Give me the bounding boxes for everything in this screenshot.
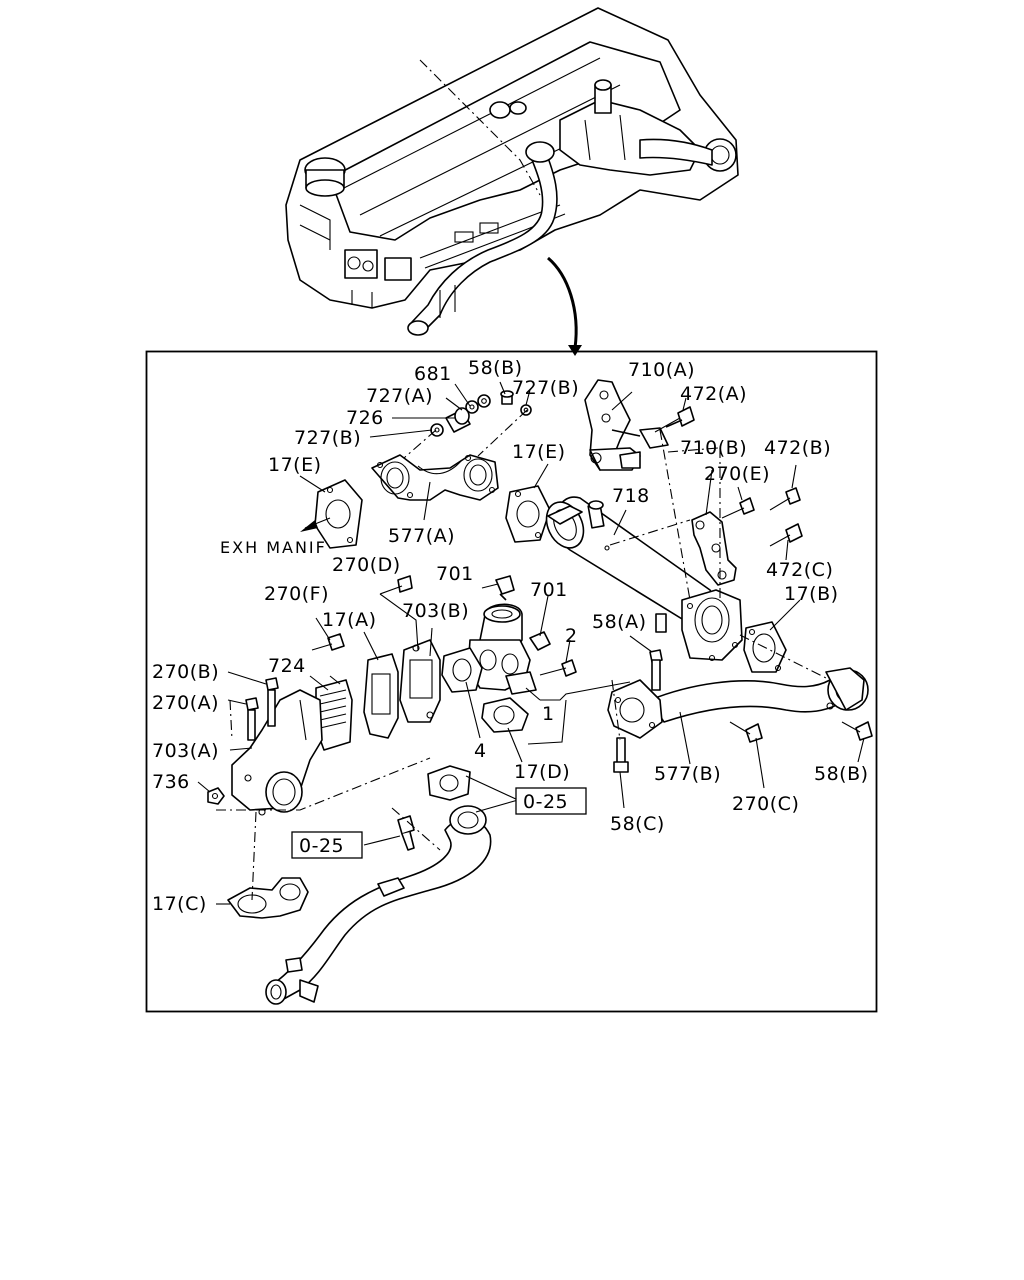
bolt-58c [613, 737, 629, 773]
label-701-right: 701 [530, 579, 568, 601]
nut-736 [207, 787, 225, 805]
gasket-0-25-upper [427, 765, 471, 801]
bolt-270a [245, 697, 259, 741]
label-472b: 472(B) [764, 437, 831, 459]
label-58a: 58(A) [592, 611, 647, 633]
label-4: 4 [474, 740, 487, 762]
label-727b-top: 727(B) [512, 377, 579, 399]
label-681: 681 [414, 363, 452, 385]
detail-frame [145, 350, 878, 1013]
bolt-0-25 [397, 815, 415, 851]
label-0-25-left: 0-25 [299, 835, 344, 857]
label-0-25-right: 0-25 [523, 791, 568, 813]
label-17c: 17(C) [152, 893, 207, 915]
label-703a: 703(A) [152, 740, 219, 762]
gasket-17c [227, 877, 309, 919]
label-577a: 577(A) [388, 525, 455, 547]
bracket-710b [691, 511, 737, 586]
label-270b: 270(B) [152, 661, 219, 683]
engine-overview-illustration [285, 7, 739, 336]
label-exh-manif: EXH MANIF [220, 538, 327, 557]
gasket-17e-right [505, 485, 551, 543]
bolt-270c [729, 721, 763, 743]
label-17d: 17(D) [514, 761, 570, 783]
egr-valve-assembly [467, 575, 577, 695]
part-labels: 681 58(B) 727(A) 727(B) 726 727(B) 17(E)… [152, 357, 869, 915]
ref-box-0-25-left [291, 831, 363, 859]
bolt-472c [769, 523, 803, 547]
label-270f: 270(F) [264, 583, 329, 605]
label-703b: 703(B) [402, 600, 469, 622]
bolt-270d [379, 575, 413, 595]
housing-703a [231, 689, 323, 816]
detail-pointer-arrow [547, 256, 578, 349]
lower-egr-pipe [265, 805, 492, 1005]
cooler-element-724 [315, 679, 353, 751]
egr-pipe-577b [607, 667, 869, 739]
bolt-270f [311, 633, 345, 651]
label-577b: 577(B) [654, 763, 721, 785]
ref-box-0-25-right [515, 787, 587, 815]
label-736: 736 [152, 771, 190, 793]
gasket-17d [481, 697, 529, 733]
label-58c: 58(C) [610, 813, 665, 835]
label-724: 724 [268, 655, 306, 677]
leader-lines [197, 381, 865, 905]
bolt-58a [649, 649, 663, 691]
label-710b: 710(B) [680, 437, 747, 459]
gasket-4 [441, 647, 483, 693]
label-710a: 710(A) [628, 359, 695, 381]
bolt-472b [769, 487, 801, 511]
egr-pipe-577a [371, 454, 499, 501]
label-270c: 270(C) [732, 793, 799, 815]
label-58b-top: 58(B) [468, 357, 523, 379]
gasket-17a [363, 653, 399, 739]
label-17e-left: 17(E) [268, 454, 322, 476]
bolt-472a [654, 406, 695, 433]
label-472a: 472(A) [680, 383, 747, 405]
label-17e-right: 17(E) [512, 441, 566, 463]
bolt-270e [721, 497, 755, 519]
bolt-270b [265, 677, 279, 727]
label-17b: 17(B) [784, 583, 839, 605]
label-270a: 270(A) [152, 692, 219, 714]
label-727a: 727(A) [366, 385, 433, 407]
label-718: 718 [612, 485, 650, 507]
label-701-top: 701 [436, 563, 474, 585]
label-17a: 17(A) [322, 609, 377, 631]
label-727b-left: 727(B) [294, 427, 361, 449]
label-2: 2 [565, 625, 578, 647]
label-270e: 270(E) [704, 463, 770, 485]
label-58b-right: 58(B) [814, 763, 869, 785]
label-1: 1 [542, 703, 555, 725]
flange-703b [399, 639, 441, 723]
bolt-58b-right [841, 721, 873, 741]
bracket-710a [584, 379, 669, 471]
label-726: 726 [346, 407, 384, 429]
label-270d: 270(D) [332, 554, 401, 576]
label-472c: 472(C) [766, 559, 833, 581]
